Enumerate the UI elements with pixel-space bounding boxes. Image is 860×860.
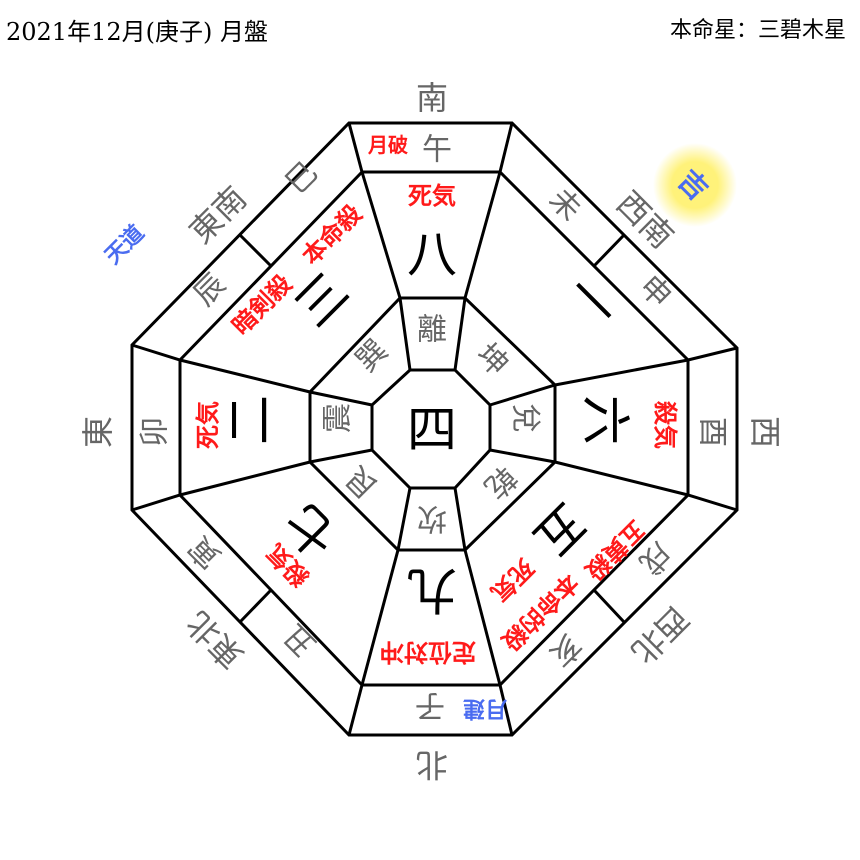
dir-northeast: 東北 xyxy=(179,604,251,676)
star-east: 二 xyxy=(221,395,279,445)
branch-saru: 申 xyxy=(632,269,678,315)
dir-south: 南 xyxy=(416,79,448,117)
mark-shiki-northwest: 死気 xyxy=(485,553,539,607)
lucky-glow xyxy=(653,143,737,227)
star-southeast: 三 xyxy=(284,262,360,338)
mark-honmeisatsu: 本命殺 xyxy=(297,199,368,270)
branch-u: 卯 xyxy=(138,417,173,447)
trigram-son: 巽 xyxy=(349,333,395,379)
branch-uma: 午 xyxy=(422,133,452,168)
trigram-da: 兌 xyxy=(508,403,543,433)
mark-teiitaichu: 定位対冲 xyxy=(380,638,476,666)
dir-northwest: 西北 xyxy=(624,599,696,671)
chart-title: 2021年12月(庚子) 月盤 xyxy=(6,18,268,46)
mark-shiki-east: 死気 xyxy=(194,401,222,449)
dir-north: 北 xyxy=(416,746,448,784)
mark-shiki-south: 死気 xyxy=(408,182,456,210)
dir-west: 西 xyxy=(746,416,784,448)
star-west: 六 xyxy=(576,395,634,445)
branch-ne: 子 xyxy=(415,688,445,723)
mark-sakki-west: 殺気 xyxy=(651,401,679,449)
star-southwest: 一 xyxy=(554,264,630,340)
star-south: 八 xyxy=(407,226,457,284)
branch-tatsu: 辰 xyxy=(187,267,233,313)
trigram-shin: 震 xyxy=(321,403,356,433)
dir-east: 東 xyxy=(79,416,117,448)
branch-ushi: 丑 xyxy=(277,617,323,663)
branch-mi: 巳 xyxy=(279,155,325,201)
mark-gekken: 月建 xyxy=(463,696,508,721)
honmeisei-label: 本命星：三碧木星 xyxy=(669,18,846,43)
board-lines xyxy=(130,121,739,737)
branch-tori: 酉 xyxy=(695,417,730,447)
trigram-kan: 坎 xyxy=(417,501,447,536)
star-center: 四 xyxy=(407,401,457,459)
mark-tendo: 天道 xyxy=(100,220,150,270)
trigram-ri: 離 xyxy=(417,313,447,348)
mark-ankensatsu: 暗剣殺 xyxy=(227,269,298,340)
trigram-kon: 坤 xyxy=(469,337,515,383)
star-northwest: 五 xyxy=(522,492,598,568)
star-north: 九 xyxy=(407,561,457,619)
mark-getsuha: 月破 xyxy=(367,133,408,157)
